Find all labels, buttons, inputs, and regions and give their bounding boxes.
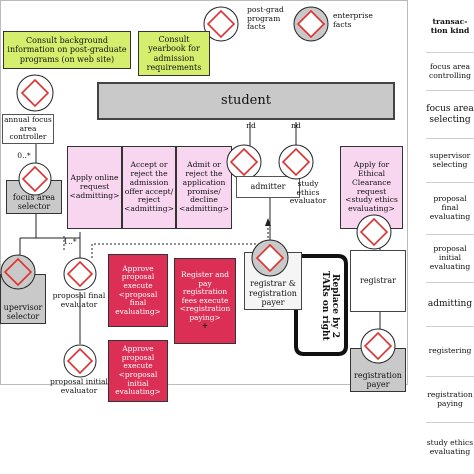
sidebar-item: study ethics evaluating (426, 422, 474, 472)
diagram-frame (0, 0, 408, 385)
cardinality-focus: 0..* (17, 151, 31, 160)
register-pay-label: Register and pay registration fees execu… (179, 270, 231, 322)
sidebar-header: transac-tion kind (430, 17, 470, 35)
postgrad-facts-icon (203, 6, 239, 42)
registration-payer-icon (360, 328, 396, 364)
sidebar-item: registering (426, 326, 474, 376)
annual-focus-controller-icon (16, 74, 54, 112)
sidebar-item: supervisor selecting (426, 138, 474, 182)
sidebar-item: focus area selecting (426, 90, 474, 138)
register-pay-transaction: Register and pay registration fees execu… (174, 258, 236, 344)
sidebar-item: admitting (426, 282, 474, 326)
study-ethics-evaluator: study ethics evaluator (289, 179, 327, 205)
register-pay-plus: + (201, 321, 209, 331)
enterprise-facts-label: enterprise facts (333, 11, 373, 29)
annual-focus-controller: annual focus area controller (2, 114, 54, 144)
registrar-payer-label: registrar & registration payer (249, 279, 297, 307)
registrar: registrar (350, 250, 406, 312)
admitter-icon (226, 144, 262, 180)
consult-programs-note: Consult background information on post-g… (3, 31, 131, 69)
enterprise-facts-icon (293, 6, 329, 42)
focus-area-selector-icon (18, 162, 52, 196)
nd-label-2: nd (291, 121, 301, 130)
sidebar-item: registration paying (426, 376, 474, 422)
registration-payer-label: registration payer (354, 370, 402, 389)
arrow-head (265, 218, 271, 226)
supervisor-selector-icon (0, 254, 36, 290)
focus-area-selector-label: focus area selector (12, 192, 56, 211)
nd-label-1: nd (246, 121, 256, 130)
proposal-initial-evaluator: proposal initial evaluator (50, 377, 108, 395)
consult-yearbook-note: Consult yearbook for admission requireme… (138, 31, 210, 76)
sidebar-item: proposal initial evaluating (426, 234, 474, 282)
sidebar-item: focus area controlling (426, 52, 474, 90)
accept-reject-transaction: Accept or reject the admission offer acc… (122, 146, 176, 229)
admitter: admitter (236, 176, 300, 198)
approve-initial-transaction: Approve proposal execute <proposal initi… (108, 340, 168, 402)
proposal-initial-evaluator-icon (63, 344, 97, 378)
cardinality-evaluator: 1..* (63, 237, 77, 246)
approve-final-transaction: Approve proposal execute <proposal final… (108, 254, 168, 327)
registrar-payer-icon (251, 239, 289, 277)
study-ethics-evaluator-icon (278, 144, 314, 180)
dashed-lines (63, 224, 269, 258)
supervisor-selector-label: upervisor selector (3, 302, 43, 321)
sidebar-item: proposal final evaluating (426, 182, 474, 234)
postgrad-facts-label: post-grad program facts (247, 5, 284, 31)
proposal-final-evaluator: proposal final evaluator (52, 291, 106, 309)
admit-reject-transaction: Admit or reject the application promise/… (176, 146, 232, 229)
student-actor: student (97, 82, 395, 120)
focus-area-selector: focus area selector (6, 180, 62, 214)
proposal-final-evaluator-icon (63, 257, 97, 291)
replace-callout-text: Replace by 2 TARs on right (319, 271, 340, 341)
registrar-icon (356, 214, 392, 250)
apply-online-transaction: Apply online request <admitting> (67, 146, 122, 229)
apply-ethical-transaction: Apply for Ethical Clearance request <stu… (340, 146, 403, 229)
